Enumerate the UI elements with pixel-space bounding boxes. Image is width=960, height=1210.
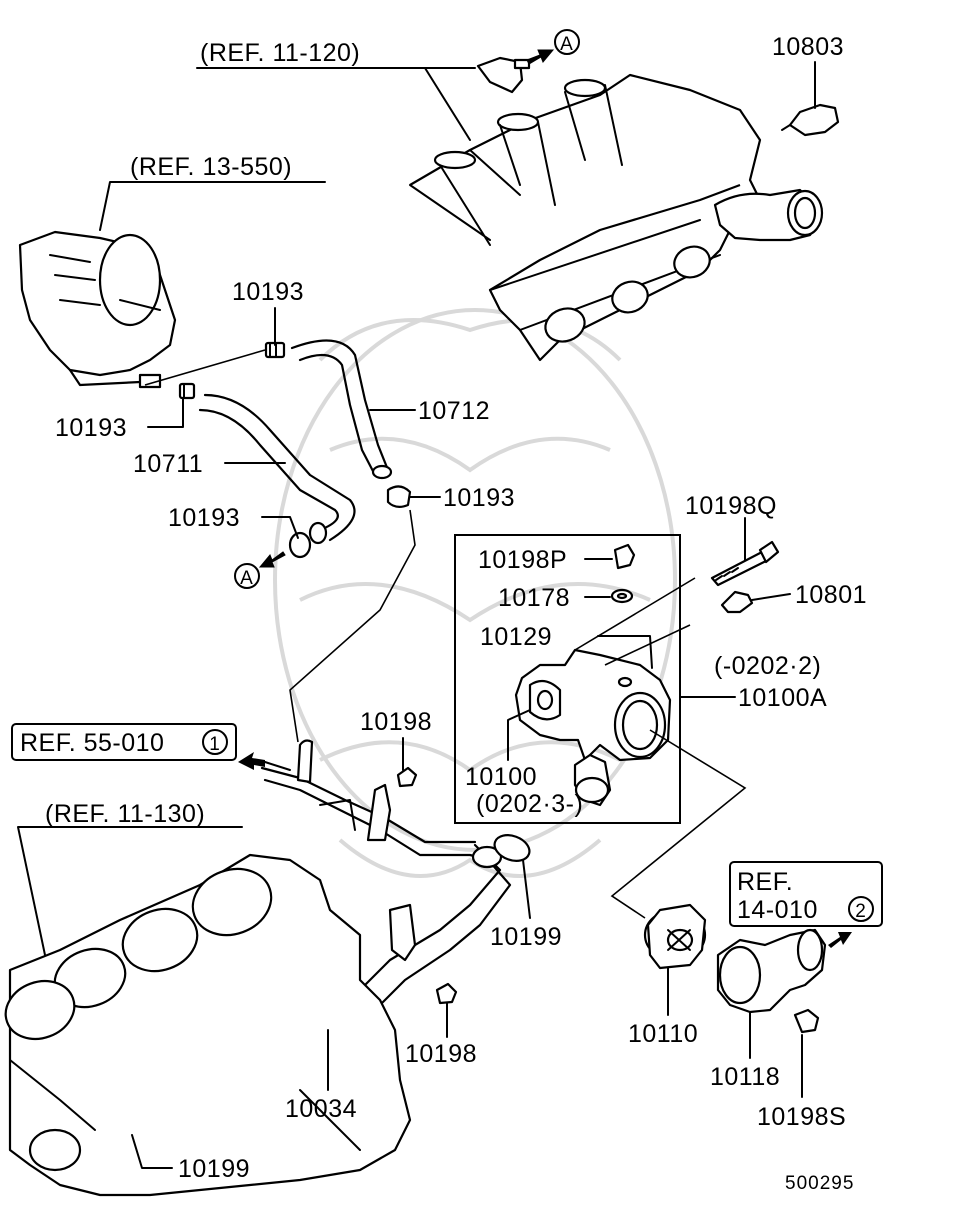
water-outlet-fitting-10118 — [716, 928, 827, 1014]
hose-10712 — [290, 339, 393, 480]
connector-a-left: A — [240, 568, 254, 589]
arrow-to-a-left — [258, 551, 286, 568]
part-10199-upper-label[interactable]: 10199 — [490, 923, 562, 951]
part-10803-label[interactable]: 10803 — [772, 33, 844, 61]
part-10801-label[interactable]: 10801 — [795, 581, 867, 609]
connector-a-top-circle — [554, 29, 580, 55]
connection-arrows — [238, 49, 852, 948]
arrow-to-ref-55-010 — [238, 752, 265, 770]
ref-13-550-label[interactable]: (REF. 13-550) — [130, 153, 292, 181]
part-10193-left-label[interactable]: 10193 — [55, 414, 127, 442]
date-code-from-label[interactable]: (0202·3-) — [476, 790, 583, 818]
ref-14-010-circle-number: 2 — [855, 901, 867, 922]
ref-14-010-label-line2[interactable]: 14-010 — [737, 896, 818, 924]
part-10193-mid-label[interactable]: 10193 — [443, 484, 515, 512]
part-10198-lower-label[interactable]: 10198 — [405, 1040, 477, 1068]
ref-55-010-circle — [202, 729, 228, 755]
bolt-10198Q — [710, 540, 780, 587]
hose-10711 — [198, 393, 356, 545]
part-10198Q-label[interactable]: 10198Q — [685, 492, 777, 520]
thermostat-10110 — [643, 903, 707, 970]
cylinder-block — [4, 853, 412, 1197]
part-10711-label[interactable]: 10711 — [133, 450, 203, 478]
ref-55-010-box — [11, 723, 237, 761]
arrow-to-ref-14-010 — [828, 932, 852, 948]
bolt-10198S — [793, 1008, 820, 1034]
ref-11-120-label[interactable]: (REF. 11-120) — [200, 39, 360, 67]
part-10193-clip-label[interactable]: 10193 — [168, 504, 240, 532]
date-code-until-label[interactable]: (-0202·2) — [714, 652, 821, 680]
part-10193-top-label[interactable]: 10193 — [232, 278, 304, 306]
diagram-number: 500295 — [785, 1173, 854, 1194]
part-10712-label[interactable]: 10712 — [418, 397, 490, 425]
ref-55-010-label[interactable]: REF. 55-010 — [20, 729, 164, 757]
ref-55-010-circle-number: 1 — [209, 734, 221, 755]
thermostat-case-group — [454, 534, 681, 824]
part-10118-label[interactable]: 10118 — [710, 1063, 780, 1091]
arrow-to-a-top — [526, 49, 555, 65]
ref-11-130-label[interactable]: (REF. 11-130) — [45, 800, 205, 828]
part-10199-lower-label[interactable]: 10199 — [178, 1155, 250, 1183]
part-10034-label[interactable]: 10034 — [285, 1095, 357, 1123]
part-10198-upper-label[interactable]: 10198 — [360, 708, 432, 736]
hose-clamps-10193 — [178, 341, 412, 559]
ref-14-010-label-line1[interactable]: REF. — [737, 868, 793, 896]
intake-manifold — [409, 73, 824, 362]
throttle-body — [18, 230, 177, 389]
leader-lines — [17, 61, 816, 1169]
sensor-10801 — [720, 590, 754, 614]
bolts-10198 — [396, 766, 458, 1005]
part-10198P-label[interactable]: 10198P — [478, 546, 567, 574]
part-10110-label[interactable]: 10110 — [628, 1020, 698, 1048]
connector-a-top: A — [560, 34, 574, 55]
ref-14-010-box — [729, 861, 883, 927]
connector-a-left-circle — [234, 563, 260, 589]
ref-14-010-circle — [848, 896, 874, 922]
coolant-temp-sensor-10803 — [781, 103, 840, 137]
part-10198S-label[interactable]: 10198S — [757, 1103, 846, 1131]
part-10100-label[interactable]: 10100 — [465, 763, 537, 791]
part-10129-label[interactable]: 10129 — [480, 623, 552, 651]
vacuum-fitting — [476, 56, 531, 94]
part-10178-label[interactable]: 10178 — [498, 584, 570, 612]
part-10100A-label[interactable]: 10100A — [738, 684, 827, 712]
